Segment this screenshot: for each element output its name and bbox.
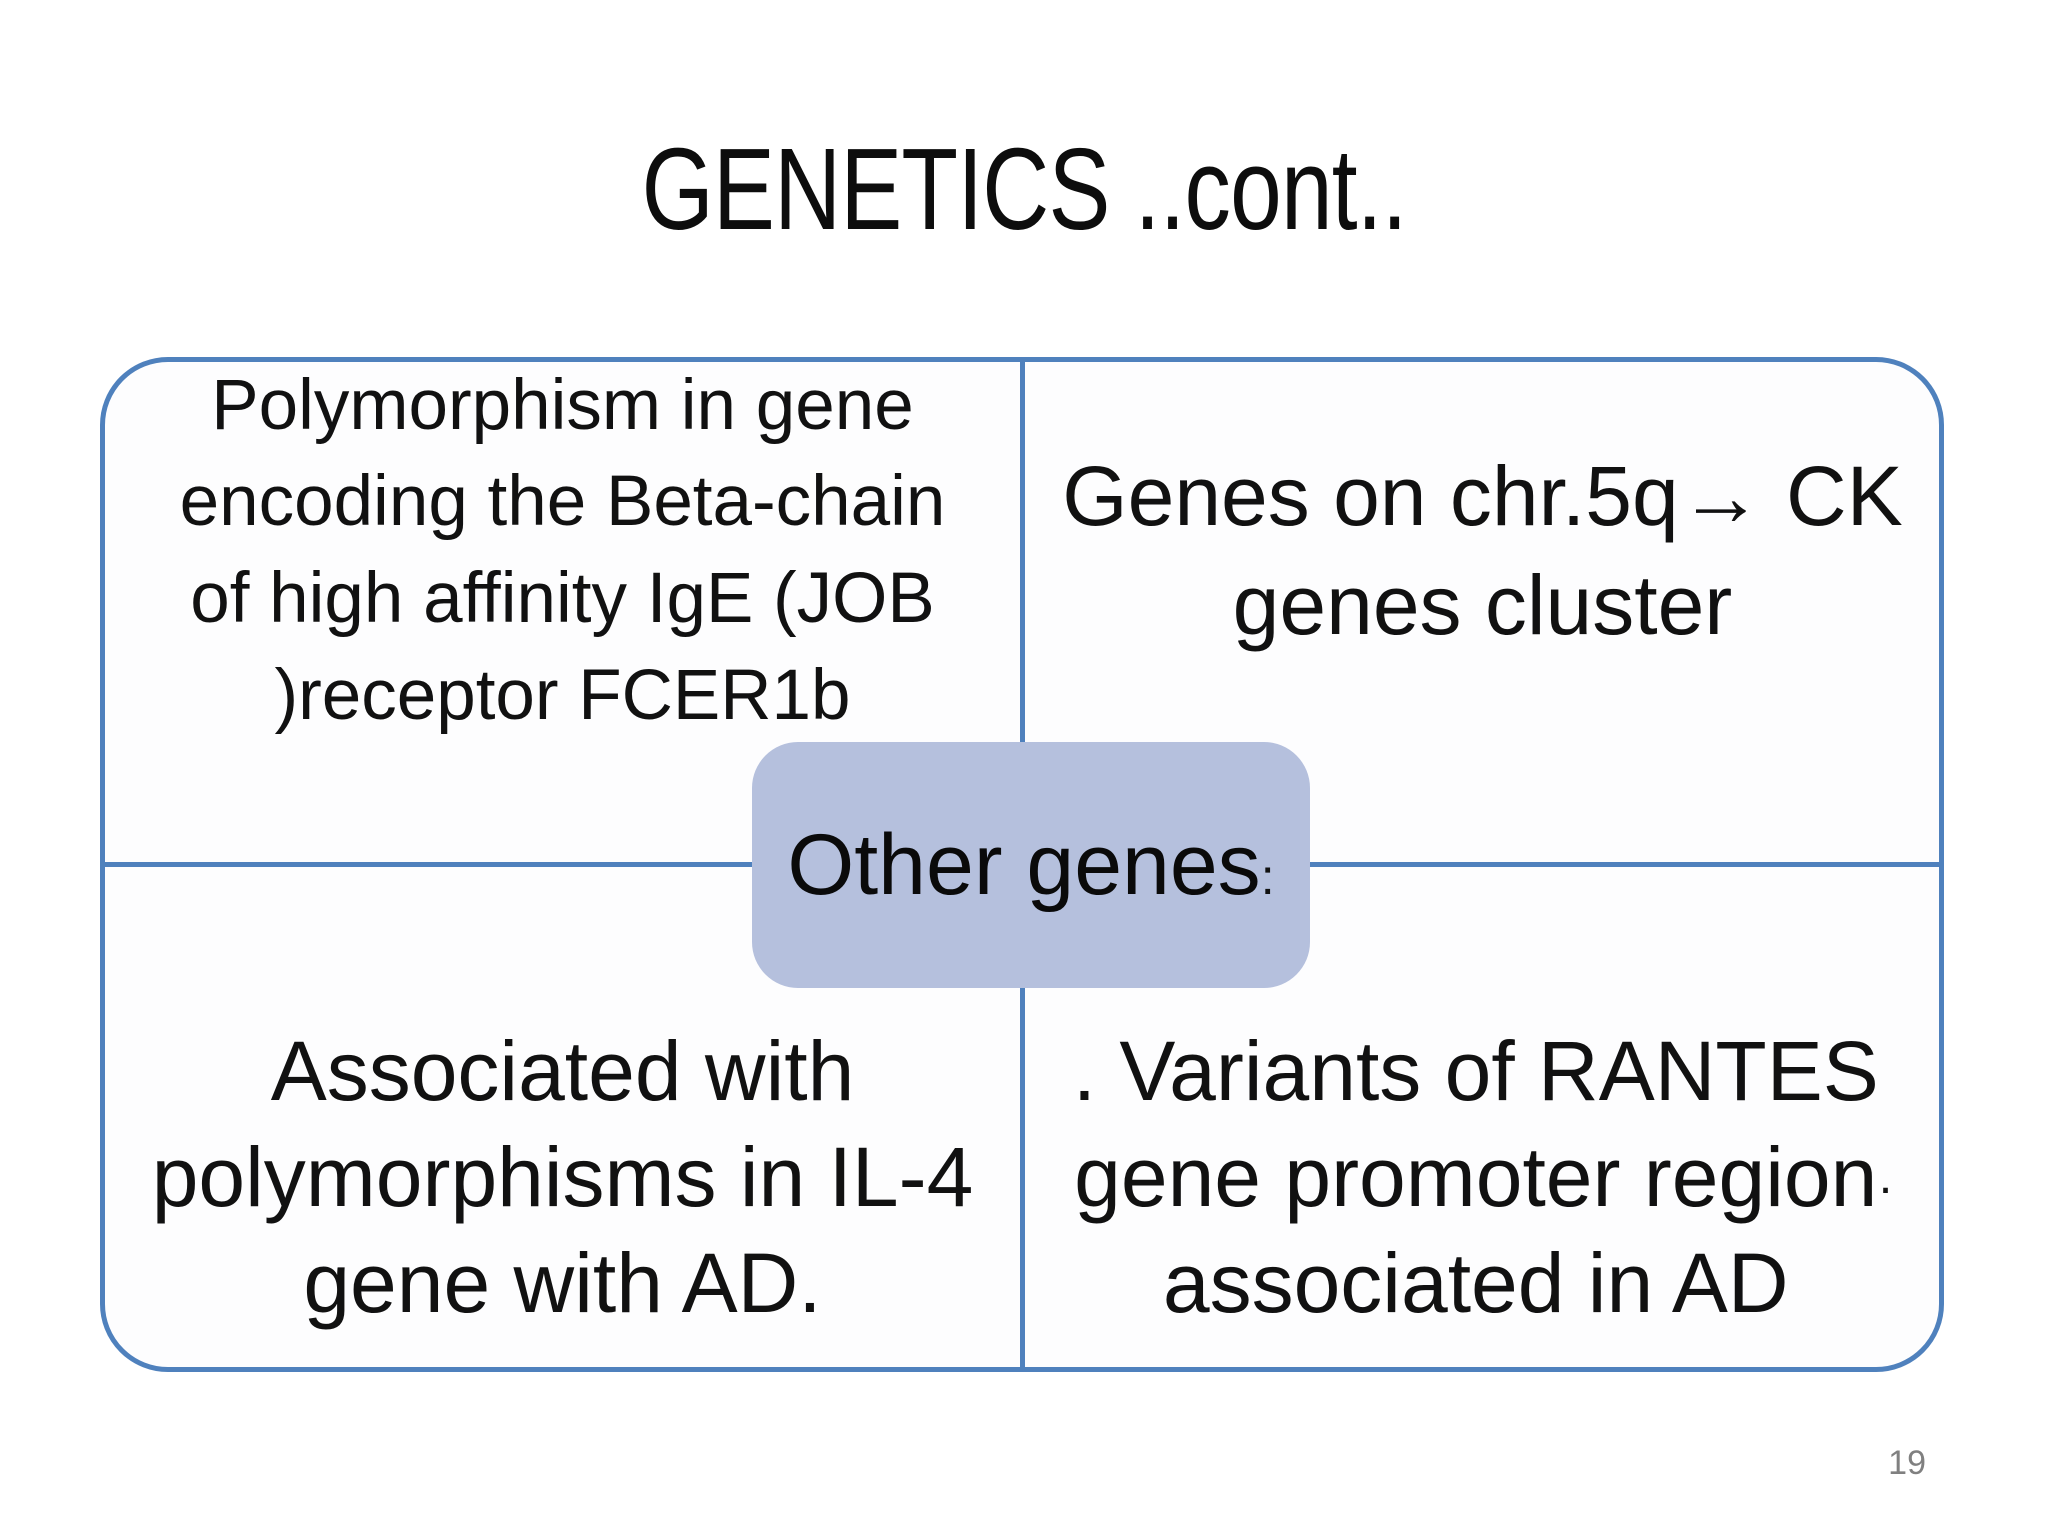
page-number: 19: [1888, 1444, 1926, 1482]
slide-title: GENETICS ..cont..: [0, 124, 2048, 254]
slide-title-text: GENETICS ..cont..: [641, 124, 1407, 254]
quadrant-bottom-right-text: . Variants of RANTES gene promoter regio…: [1030, 988, 1935, 1368]
quadrant-bottom-right-period: .: [1878, 1150, 1893, 1205]
quadrant-top-left-text: Polymorphism in gene encoding the Beta-c…: [179, 365, 946, 735]
quadrant-bottom-left-text: Associated with polymorphisms in IL-4 ge…: [151, 1024, 974, 1330]
quadrant-bottom-right-main-text: . Variants of RANTES gene promoter regio…: [1072, 1024, 1879, 1330]
other-genes-label: Other genes: [787, 816, 1261, 913]
other-genes-colon: :: [1260, 848, 1275, 905]
other-genes-label-group: Other genes:: [787, 816, 1274, 915]
quadrant-top-right-text: Genes on chr.5q→ CK genes cluster: [1062, 448, 1903, 652]
other-genes-center-box: Other genes:: [752, 742, 1310, 988]
